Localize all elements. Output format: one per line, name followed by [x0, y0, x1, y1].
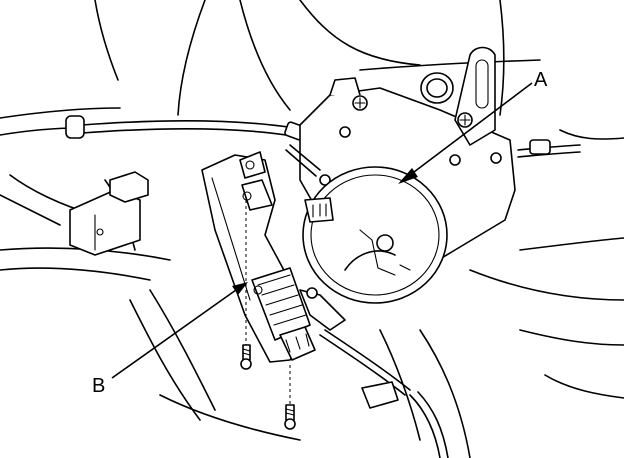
screw-upper: [240, 344, 252, 370]
callout-b: B: [92, 282, 248, 397]
latch-switch-b: [201, 151, 449, 458]
fasteners: [240, 200, 296, 430]
tailgate-actuator-a: [285, 46, 516, 331]
callout-b-label: B: [92, 375, 105, 397]
left-bracket: [69, 171, 149, 256]
screw-lower: [284, 404, 296, 430]
grommet-ring: [420, 72, 454, 104]
callout-a: A: [398, 69, 548, 184]
callout-a-label: A: [534, 69, 548, 91]
